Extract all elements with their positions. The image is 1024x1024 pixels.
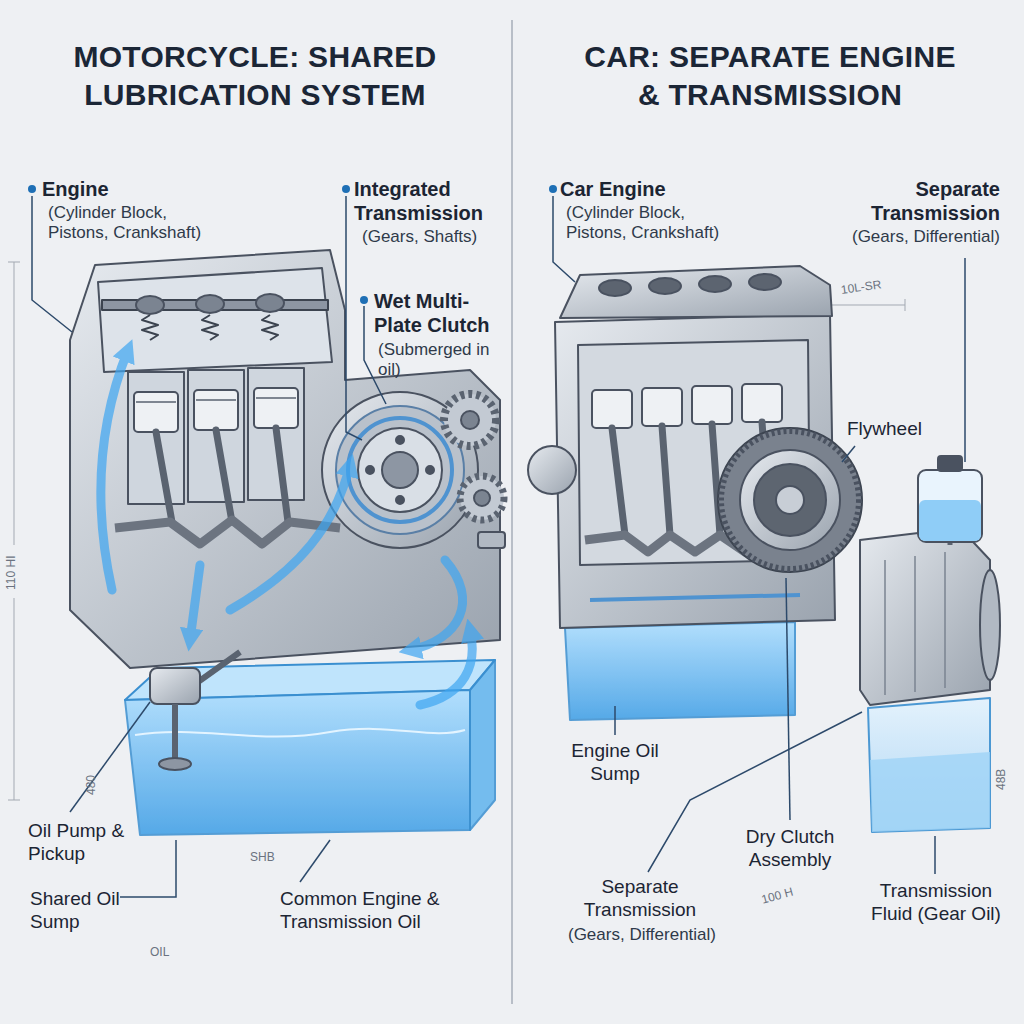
part-name: Separate Transmission xyxy=(855,177,1000,225)
panel-heading: CAR: SEPARATE ENGINE & TRANSMISSION xyxy=(580,38,960,113)
dimension-text: 480 xyxy=(84,775,98,795)
divider xyxy=(511,20,513,1004)
part-name: Engine xyxy=(42,177,109,201)
part-name: Engine Oil Sump xyxy=(555,740,675,786)
part-detail: (Submerged in oil) xyxy=(378,340,498,381)
dimension-text: 10L-SR xyxy=(840,277,882,297)
part-name: Transmission Fluid (Gear Oil) xyxy=(862,880,1010,926)
part-name: Common Engine & Transmission Oil xyxy=(280,888,480,934)
part-name: Dry Clutch Assembly xyxy=(725,826,855,872)
car-engine xyxy=(528,266,1000,832)
part-name: Car Engine xyxy=(560,177,666,201)
dimension-text: OIL xyxy=(150,945,169,959)
dimension-text: 110 HI xyxy=(4,556,18,590)
leader-lines xyxy=(32,196,965,897)
part-name: Oil Pump & Pickup xyxy=(28,820,153,866)
dimension-text: 100 H xyxy=(760,885,795,907)
dimension-text: 48B xyxy=(994,769,1008,790)
part-detail: (Gears, Shafts) xyxy=(362,227,477,247)
dimension-text: SHB xyxy=(250,850,275,864)
part-name: Shared Oil Sump xyxy=(30,888,125,934)
part-name: Wet Multi-Plate Clutch xyxy=(374,289,504,337)
part-detail: (Cylinder Block, Pistons, Crankshaft) xyxy=(48,203,228,244)
part-name: Integrated Transmission xyxy=(354,177,499,225)
part-name: Separate Transmission xyxy=(570,876,710,922)
motorcycle-engine xyxy=(8,250,505,835)
part-detail: (Gears, Differential) xyxy=(840,227,1000,247)
part-detail: (Cylinder Block, Pistons, Crankshaft) xyxy=(566,203,746,244)
panel-heading: MOTORCYCLE: SHARED LUBRICATION SYSTEM xyxy=(55,38,455,113)
part-name: Flywheel xyxy=(847,418,922,441)
part-detail: (Gears, Differential) xyxy=(562,925,722,945)
